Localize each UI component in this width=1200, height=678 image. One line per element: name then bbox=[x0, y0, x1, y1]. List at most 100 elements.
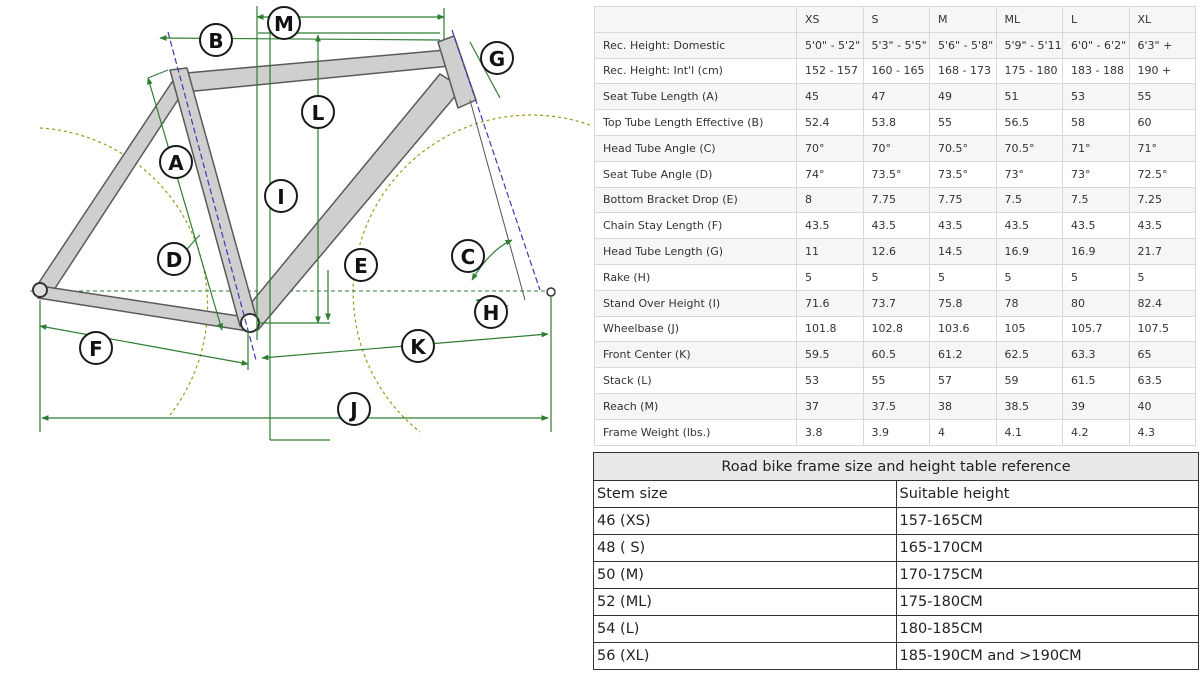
geometry-cell: 168 - 173 bbox=[929, 57, 997, 85]
geometry-cell: 7.25 bbox=[1128, 186, 1196, 214]
geometry-row-label: Stand Over Height (I) bbox=[594, 289, 797, 317]
label-h: H bbox=[474, 295, 508, 329]
svg-text:L: L bbox=[312, 101, 325, 125]
geometry-cell: 63.3 bbox=[1062, 341, 1130, 369]
geometry-cell: 39 bbox=[1062, 392, 1130, 420]
size-table-row: 48 ( S)165-170CM bbox=[593, 534, 1199, 562]
geometry-cell: 183 - 188 bbox=[1062, 57, 1130, 85]
geometry-cell: 73.5° bbox=[862, 160, 930, 188]
geometry-row-label: Chain Stay Length (F) bbox=[594, 212, 797, 240]
geometry-cell: 58 bbox=[1062, 109, 1130, 136]
geometry-cell: 56.5 bbox=[995, 109, 1063, 136]
geometry-cell: 7.5 bbox=[1062, 186, 1130, 214]
suitable-height-cell: 157-165CM bbox=[895, 507, 1199, 535]
geometry-cell: 62.5 bbox=[995, 341, 1063, 369]
fork-offset-line bbox=[469, 99, 526, 301]
geometry-cell: 73° bbox=[995, 160, 1063, 188]
geometry-cell: 5 bbox=[1062, 263, 1130, 291]
label-g: G bbox=[480, 41, 514, 75]
geometry-cell: 74° bbox=[796, 160, 864, 188]
geometry-cell: 103.6 bbox=[929, 315, 997, 343]
geometry-cell: 5 bbox=[929, 263, 997, 291]
label-j: J bbox=[337, 392, 371, 426]
geometry-cell: 73.5° bbox=[929, 160, 997, 188]
geometry-cell: 80 bbox=[1062, 289, 1130, 317]
geometry-cell: 43.5 bbox=[995, 212, 1063, 240]
size-table-header-row: Stem size Suitable height bbox=[593, 480, 1199, 508]
geometry-cell: 4.3 bbox=[1128, 418, 1196, 446]
front-axle bbox=[546, 287, 556, 297]
geometry-cell: 43.5 bbox=[796, 212, 864, 240]
size-table-caption: Road bike frame size and height table re… bbox=[593, 452, 1199, 481]
geometry-row: Seat Tube Angle (D)74°73.5°73.5°73°73°72… bbox=[594, 160, 1196, 188]
svg-text:A: A bbox=[168, 151, 184, 175]
geometry-cell: 73.7 bbox=[862, 289, 930, 317]
svg-text:B: B bbox=[208, 29, 223, 53]
geometry-cell: 3.8 bbox=[796, 418, 864, 446]
geometry-cell: 60 bbox=[1128, 109, 1196, 136]
label-d: D bbox=[157, 242, 191, 276]
geometry-cell: 107.5 bbox=[1128, 315, 1196, 343]
geometry-cell: 70° bbox=[862, 134, 930, 162]
geometry-cell: 7.75 bbox=[929, 186, 997, 214]
bike-geometry-diagram: A B C D E F G H I J K L M bbox=[30, 6, 590, 441]
label-l: L bbox=[301, 95, 335, 129]
geometry-cell: 70° bbox=[796, 134, 864, 162]
geometry-cell: 101.8 bbox=[796, 315, 864, 343]
geometry-cell: 5 bbox=[995, 263, 1063, 291]
geometry-cell: 57 bbox=[929, 367, 997, 394]
geometry-cell: 70.5° bbox=[929, 134, 997, 162]
geometry-cell: 61.2 bbox=[929, 341, 997, 369]
geometry-cell: 4.1 bbox=[995, 418, 1063, 446]
geometry-row-label: Rec. Height: Int'l (cm) bbox=[594, 57, 797, 85]
geometry-cell: 105 bbox=[995, 315, 1063, 343]
geometry-cell: 21.7 bbox=[1128, 238, 1196, 265]
size-table-caption-row: Road bike frame size and height table re… bbox=[593, 452, 1199, 481]
geometry-cell: 6'3" + bbox=[1128, 31, 1196, 59]
geometry-cell: 12.6 bbox=[862, 238, 930, 265]
label-k: K bbox=[401, 329, 435, 363]
geometry-cell: 160 - 165 bbox=[862, 57, 930, 85]
geometry-cell: 43.5 bbox=[1062, 212, 1130, 240]
label-c: C bbox=[451, 239, 485, 273]
geometry-cell: 7.5 bbox=[995, 186, 1063, 214]
size-table-row: 46 (XS)157-165CM bbox=[593, 507, 1199, 535]
geometry-cell: 5 bbox=[796, 263, 864, 291]
suitable-height-cell: 185-190CM and >190CM bbox=[895, 642, 1199, 670]
geometry-cell: 52.4 bbox=[796, 109, 864, 136]
size-header: M bbox=[929, 6, 997, 33]
svg-text:M: M bbox=[274, 12, 294, 36]
suitable-height-cell: 170-175CM bbox=[895, 561, 1199, 589]
geometry-cell: 82.4 bbox=[1128, 289, 1196, 317]
frame-size-height-table: Road bike frame size and height table re… bbox=[593, 452, 1199, 670]
size-table-row: 50 (M)170-175CM bbox=[593, 561, 1199, 589]
geometry-cell: 61.5 bbox=[1062, 367, 1130, 394]
geometry-row-label: Rake (H) bbox=[594, 263, 797, 291]
geometry-row-label: Head Tube Length (G) bbox=[594, 238, 797, 265]
geometry-cell: 45 bbox=[796, 83, 864, 111]
svg-text:E: E bbox=[354, 254, 368, 278]
stem-size-cell: 56 (XL) bbox=[593, 642, 897, 670]
geometry-cell: 59 bbox=[995, 367, 1063, 394]
geometry-cell: 70.5° bbox=[995, 134, 1063, 162]
label-b: B bbox=[199, 23, 233, 57]
geometry-cell: 14.5 bbox=[929, 238, 997, 265]
geometry-header-row: XS S M ML L XL bbox=[594, 6, 1196, 33]
svg-text:J: J bbox=[348, 398, 357, 422]
stem-size-cell: 46 (XS) bbox=[593, 507, 897, 535]
geometry-row-label: Rec. Height: Domestic bbox=[594, 31, 797, 59]
svg-text:H: H bbox=[483, 301, 500, 325]
geometry-cell: 5'3" - 5'5" bbox=[862, 31, 930, 59]
